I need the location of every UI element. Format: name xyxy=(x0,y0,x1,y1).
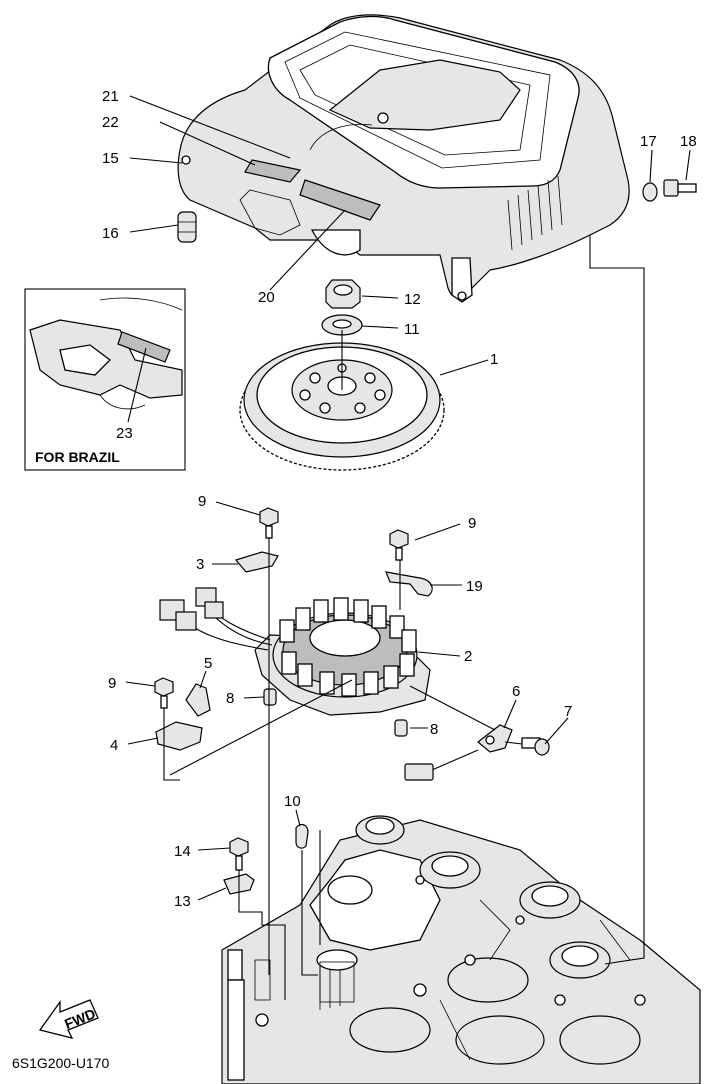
diagram-code: 6S1G200-U170 xyxy=(12,1055,110,1071)
callout-21: 21 xyxy=(102,88,119,105)
leader-lines xyxy=(125,95,691,901)
callout-9-top-left: 9 xyxy=(198,493,206,510)
grommet-16 xyxy=(177,211,197,243)
callout-14: 14 xyxy=(174,843,191,860)
clamp-3 xyxy=(234,551,279,573)
engine-block xyxy=(221,815,701,1084)
callout-5: 5 xyxy=(204,655,212,672)
flywheel-cover xyxy=(177,14,630,303)
woodruff-key-10 xyxy=(295,823,309,849)
callout-23: 23 xyxy=(116,425,133,442)
callout-15: 15 xyxy=(102,150,119,167)
inset-caption: FOR BRAZIL xyxy=(35,449,120,465)
wire-harness xyxy=(159,587,273,651)
pulser-coil-6 xyxy=(404,724,513,781)
bolt-9-b xyxy=(389,529,409,561)
callout-11: 11 xyxy=(404,321,420,338)
clamp-4 xyxy=(155,721,203,751)
screw-7 xyxy=(521,737,550,756)
bolt-9-a xyxy=(259,507,279,539)
callout-20: 20 xyxy=(258,289,275,306)
assembly-lines xyxy=(163,235,645,1000)
callout-10: 10 xyxy=(284,793,301,810)
callout-6: 6 xyxy=(512,683,520,700)
callout-8-left: 8 xyxy=(226,690,234,707)
fwd-arrow-icon: FWD xyxy=(38,999,99,1039)
nut-12 xyxy=(325,279,361,309)
callout-18: 18 xyxy=(680,133,697,150)
bolt-9-c xyxy=(154,677,174,709)
clamp-19 xyxy=(385,571,433,597)
callout-9-left: 9 xyxy=(108,675,116,692)
bolt-14 xyxy=(229,837,249,871)
callout-9-top-right: 9 xyxy=(468,515,476,532)
callout-17: 17 xyxy=(640,133,657,150)
clamp-5 xyxy=(185,683,211,717)
callout-22: 22 xyxy=(102,114,119,131)
callout-19: 19 xyxy=(466,578,483,595)
callout-labels: 21 22 15 16 20 12 11 1 17 18 23 9 3 9 19… xyxy=(102,88,697,910)
bolt-18 xyxy=(663,179,697,197)
washer-11 xyxy=(321,314,363,336)
callout-12: 12 xyxy=(404,291,421,308)
inset-for-brazil: FOR BRAZIL xyxy=(24,288,186,471)
callout-2: 2 xyxy=(464,648,472,665)
collar-17 xyxy=(642,182,658,202)
callout-13: 13 xyxy=(174,893,191,910)
callout-4: 4 xyxy=(110,737,118,754)
callout-1: 1 xyxy=(490,351,498,368)
collar-8-a xyxy=(263,688,277,706)
stator-assembly xyxy=(254,597,431,716)
callout-16: 16 xyxy=(102,225,119,242)
callout-3: 3 xyxy=(196,556,204,573)
collar-8-b xyxy=(394,719,408,737)
callout-7: 7 xyxy=(564,703,572,720)
callout-8-right: 8 xyxy=(430,721,438,738)
